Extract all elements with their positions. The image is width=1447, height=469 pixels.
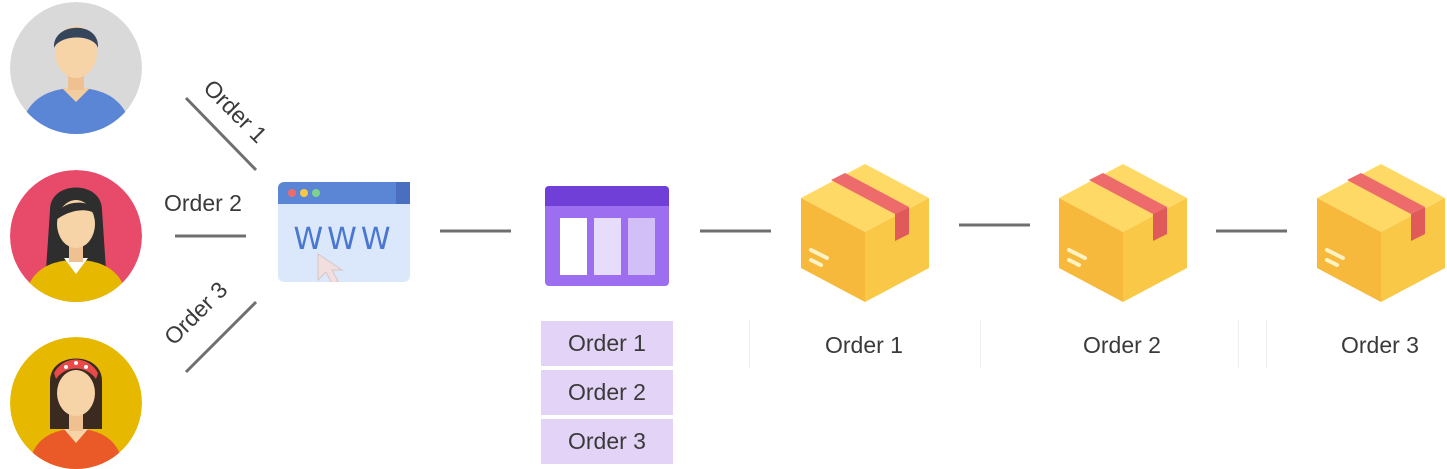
box-label: Order 3 [1341, 332, 1419, 358]
website-browser-icon: WWW [278, 182, 410, 285]
queue-item: Order 1 [541, 321, 673, 366]
order-3-line [184, 300, 258, 374]
queue-item: Order 3 [541, 419, 673, 464]
queue-item: Order 2 [541, 370, 673, 415]
package-box-icon [801, 164, 929, 302]
www-text: WWW [293, 222, 395, 257]
separator [1266, 320, 1267, 368]
separator [980, 320, 981, 368]
queue-icon [545, 186, 669, 286]
box-label: Order 1 [825, 332, 903, 358]
order-1-line [184, 96, 258, 172]
package-box-icon [1059, 164, 1187, 302]
customer-man-avatar [10, 2, 142, 134]
customer-girl-avatar [10, 337, 142, 469]
order-2-label: Order 2 [164, 190, 242, 216]
package-box-icon [1317, 164, 1445, 302]
box-label: Order 2 [1083, 332, 1161, 358]
customer-woman-avatar [10, 170, 142, 302]
separator [749, 320, 750, 368]
separator [1238, 320, 1239, 368]
